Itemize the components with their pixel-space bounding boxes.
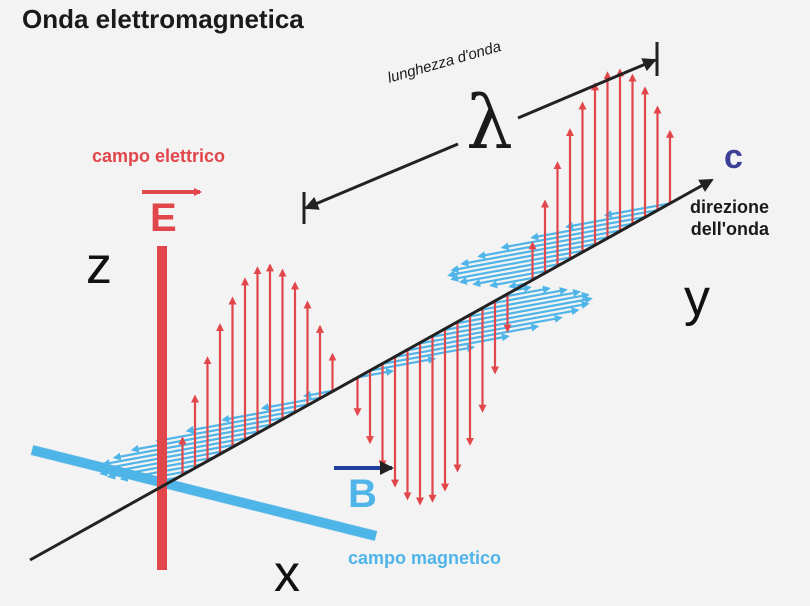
magnetic-field-arrow xyxy=(501,285,551,299)
magnetic-field-arrows xyxy=(97,202,671,488)
magnetic-field-arrow xyxy=(447,249,587,279)
magnetic-field-arrow xyxy=(185,409,299,434)
speed-of-light-symbol: c xyxy=(724,138,743,176)
electric-field-caption: campo elettrico xyxy=(92,146,226,166)
magnetic-field-symbol: B xyxy=(348,472,377,516)
wavelength-arrow-right xyxy=(517,58,657,120)
magnetic-field-arrow xyxy=(97,443,239,473)
magnetic-field-caption: campo magnetico xyxy=(348,548,502,568)
magnetic-field-arrow xyxy=(112,429,263,461)
electric-field-symbol: E xyxy=(150,196,177,240)
magnetic-field-arrow xyxy=(500,222,635,251)
magnetic-field-arrow xyxy=(465,291,590,319)
magnetic-field-arrow xyxy=(441,300,590,332)
magnetic-field-arrow xyxy=(101,436,251,468)
y-axis-label: y xyxy=(684,269,710,327)
magnetic-field-arrow xyxy=(450,255,575,283)
magnetic-field-arrow xyxy=(453,295,593,325)
lambda-symbol: λ xyxy=(466,80,513,166)
wavelength-arrow-left xyxy=(304,142,459,210)
electric-field-arrows xyxy=(178,68,674,506)
magnetic-field-arrow xyxy=(429,307,580,339)
magnetic-field-arrow xyxy=(530,215,647,241)
magnetic-field-arrow xyxy=(405,323,540,352)
propagation-axis xyxy=(29,178,714,562)
magnetic-field-arrow xyxy=(417,314,563,345)
diagram-title: Onda elettromagnetica xyxy=(22,4,304,34)
magnetic-field-arrow xyxy=(489,286,568,305)
magnetic-field-arrow xyxy=(489,275,539,289)
x-axis-bar xyxy=(30,445,378,541)
magnetic-field-arrow xyxy=(460,235,611,267)
magnetic-field-arrow xyxy=(472,269,551,287)
magnetic-field-arrow xyxy=(603,202,671,218)
magnetic-field-arrow xyxy=(477,229,623,260)
z-axis-label: z xyxy=(86,237,112,295)
magnetic-field-arrow xyxy=(369,355,437,372)
magnetic-field-arrow xyxy=(130,422,275,453)
magnetic-field-arrow xyxy=(393,333,510,359)
wave-direction-label: direzione dell'onda xyxy=(690,197,770,239)
magnetic-field-arrow xyxy=(260,396,323,411)
magnetic-field-arrow xyxy=(450,242,599,273)
magnetic-field-arrow xyxy=(357,368,395,379)
x-axis-label: x xyxy=(274,545,300,603)
